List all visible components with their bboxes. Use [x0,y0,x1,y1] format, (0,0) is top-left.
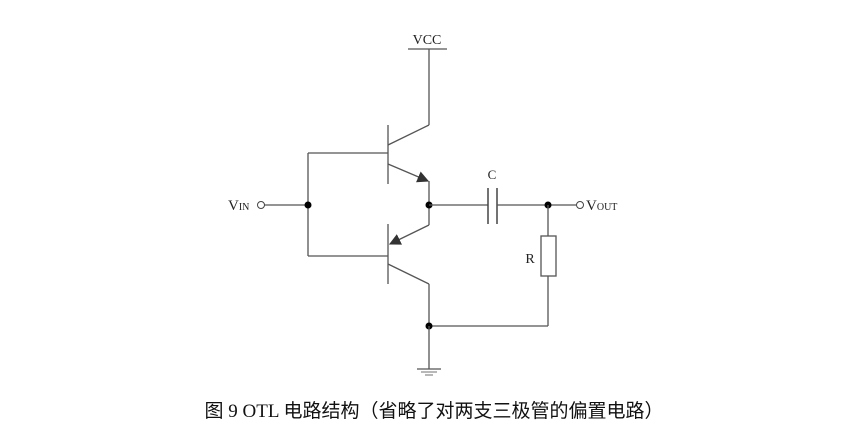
vcc-label: VCC [413,33,442,48]
vout-subscript: OUT [597,202,618,213]
q2-emitter-arrow [388,224,430,245]
vout-label: V [586,198,597,214]
capacitor-c [487,188,498,224]
resistor-label: R [525,252,535,267]
svg-text:VOUT: VOUT [586,198,617,214]
q1-collector [387,124,430,146]
input-junction [304,201,312,209]
figure-caption: 图 9 OTL 电路结构（省略了对两支三极管的偏置电路） [204,401,664,422]
q1-emitter-arrow [387,163,430,183]
svg-text:VIN: VIN [228,198,249,214]
pnp-transistor-q2 [387,205,430,326]
npn-transistor-q1 [387,124,430,205]
resistor-r [540,235,557,277]
vin-subscript: IN [239,202,250,213]
capacitor-label: C [488,167,497,182]
vin-label: V [228,198,239,214]
ground-icon [417,368,441,376]
q2-collector [387,263,430,285]
vout-terminal [576,201,584,209]
vin-terminal [257,201,265,209]
